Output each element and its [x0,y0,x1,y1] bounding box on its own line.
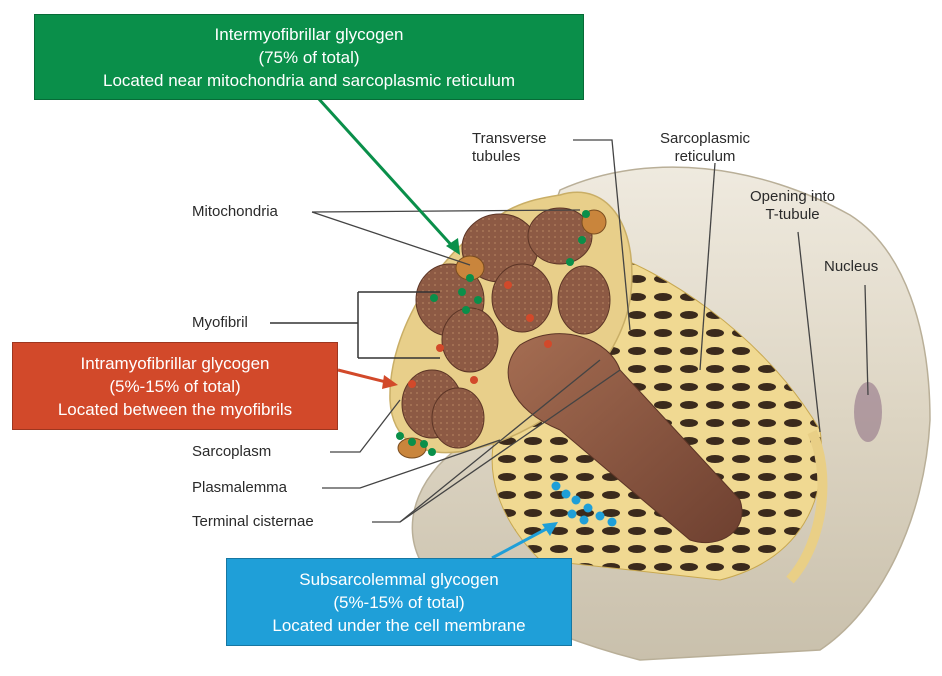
opening-into-ttubule-label: Opening into T-tubule [750,188,835,224]
subsarcolemmal-share: (5%-15% of total) [333,593,465,612]
green-arrow-head [446,238,460,255]
intramyofibrillar-title: Intramyofibrillar glycogen [80,354,270,373]
leader-lines [311,139,869,523]
sarcoplasmic-line1: Sarcoplasmic [660,130,751,147]
red-arrow-head [382,375,398,389]
opening-line1: Opening into [750,188,836,205]
subsarcolemmal-location: Located under the cell membrane [272,616,526,635]
transverse-tubules-label: Transverse tubules [472,130,546,166]
intramyofibrillar-callout: Intramyofibrillar glycogen (5%-15% of to… [12,342,338,430]
myofibril-bracket [270,291,440,359]
intramyofibrillar-location: Located between the myofibrils [57,400,293,419]
myofibril-label: Myofibril [192,314,248,331]
nucleus-label: Nucleus [824,258,879,275]
nucleus-shape [854,382,882,442]
terminal-cisternae-label: Terminal cisternae [192,513,314,530]
intermyofibrillar-title: Intermyofibrillar glycogen [214,25,404,44]
intermyofibrillar-location: Located near mitochondria and sarcoplasm… [103,71,515,90]
transverse-line1: Transverse [472,130,547,147]
red-arrow-line [337,368,387,384]
plasmalemma-label: Plasmalemma [192,479,288,496]
blue-arrow-line [491,526,549,560]
red-glycogen-dots [408,281,552,388]
ttubule-rim [786,429,828,584]
opening-line2: T-tubule [765,206,820,223]
sarcoplasmic-reticulum-label: Sarcoplasmic reticulum [660,130,750,166]
transverse-line2: tubules [472,148,521,165]
sarcoplasmic-line2: reticulum [674,148,736,165]
blue-glycogen-dots [551,481,617,527]
subsarcolemmal-callout: Subsarcolemmal glycogen (5%-15% of total… [226,558,572,646]
blue-arrow-head [542,522,558,536]
green-arrow-line [316,96,456,250]
green-glycogen-dots [396,210,590,456]
subsarcolemmal-title: Subsarcolemmal glycogen [299,570,499,589]
intermyofibrillar-callout: Intermyofibrillar glycogen (75% of total… [34,14,584,100]
intramyofibrillar-share: (5%-15% of total) [109,377,241,396]
sarcoplasm-label: Sarcoplasm [192,443,272,460]
myofibril-cylinder [507,333,743,544]
myofibril-sections [397,207,611,459]
intermyofibrillar-share: (75% of total) [258,48,360,67]
mitochondria-label: Mitochondria [192,203,278,220]
